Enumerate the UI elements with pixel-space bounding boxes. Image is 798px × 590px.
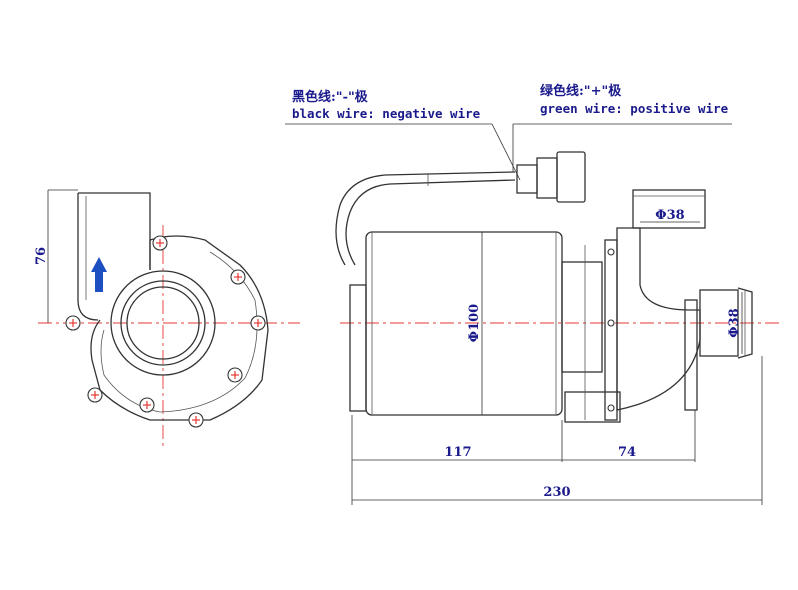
housing-screw [250, 315, 266, 331]
pump-housing [90, 235, 269, 421]
outlet-dia-dim: Φ38 [655, 208, 684, 223]
side-outlet-pipe [632, 189, 706, 229]
housing-screw [139, 397, 155, 413]
housing-screw [188, 412, 204, 428]
power-cable [335, 171, 516, 266]
wire-labels: 黑色线:"-"极 black wire: negative wire 绿色线:"… [285, 83, 732, 181]
motor-flange [561, 261, 603, 373]
inlet-outer-ring [110, 270, 216, 376]
motor-endcap [349, 284, 367, 412]
housing-screw [87, 387, 103, 403]
housing-screw [152, 235, 168, 251]
housing-screw [230, 269, 246, 285]
body-dia-dim: Φ100 [467, 304, 482, 342]
black-wire-label-en: black wire: negative wire [292, 106, 481, 121]
cable-connector [516, 164, 538, 194]
black-wire-label-cn: 黑色线:"-"极 [292, 89, 369, 105]
total-length-dim: 230 [543, 485, 570, 500]
green-wire-label-cn: 绿色线:"+"极 [540, 83, 622, 99]
pump-head [616, 227, 701, 411]
inlet-dia-dim: Φ38 [727, 308, 742, 337]
motor-body [365, 231, 563, 416]
side-inlet-pipe [699, 289, 739, 357]
outlet-pipe [77, 192, 151, 321]
black-wire-leader [491, 123, 521, 181]
housing-screw [65, 315, 81, 331]
motor-length-dim: 117 [444, 445, 471, 460]
arrow-up-icon [91, 257, 107, 292]
front-height-dim: 76 [34, 247, 49, 265]
front-view: 76 [34, 189, 300, 450]
inlet-port [126, 286, 200, 360]
green-wire-label-en: green wire: positive wire [540, 101, 729, 116]
housing-screw [227, 367, 243, 383]
side-view: Φ100 Φ38 Φ38 117 74 230 [335, 151, 780, 505]
inlet-middle-ring [120, 280, 206, 366]
head-length-dim: 74 [618, 445, 636, 460]
